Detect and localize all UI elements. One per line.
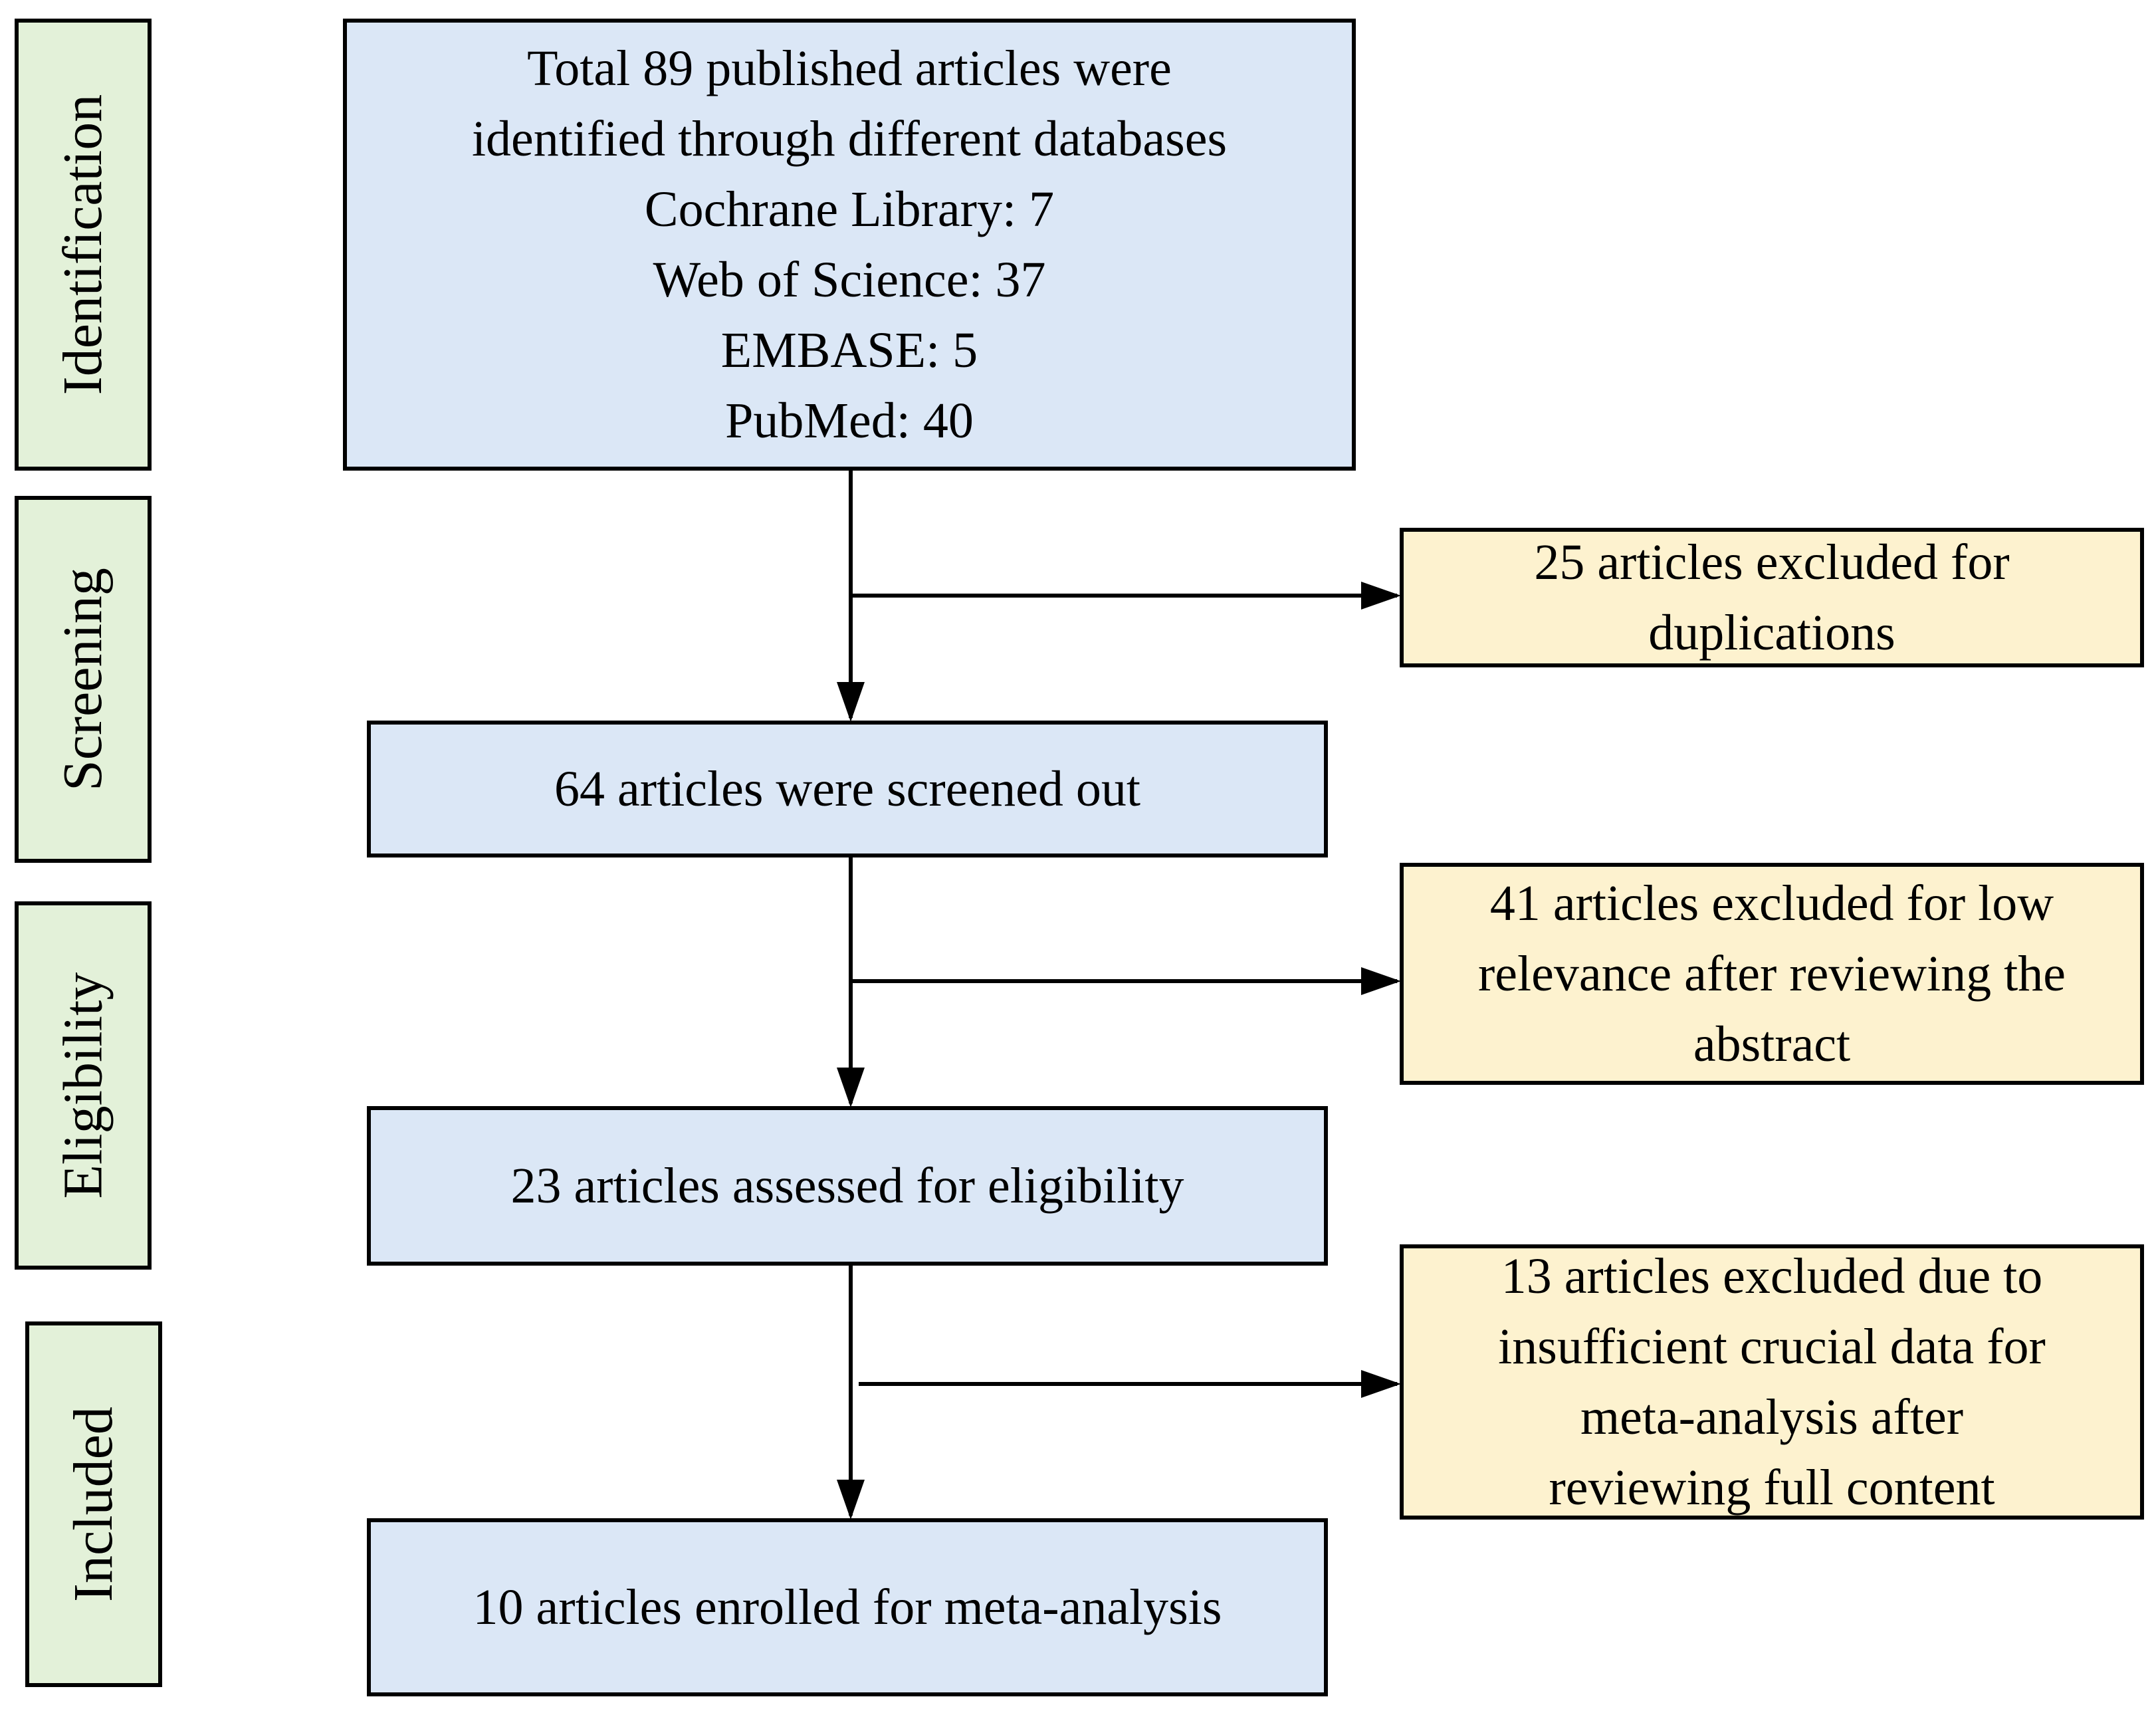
identification-line: PubMed: 40 [725,393,974,449]
assessed-text: 23 articles assessed for eligibility [510,1158,1184,1214]
exclusion-line: 41 articles excluded for low [1489,875,2054,931]
exclusion-box-duplications: 25 articles excluded for duplications [1400,528,2144,667]
exclusion-box-low-relevance: 41 articles excluded for low relevance a… [1400,863,2144,1085]
exclusion-line: abstract [1693,1016,1851,1072]
identification-line: EMBASE: 5 [720,322,978,378]
stage-identification: Identification [15,19,152,471]
exclusion-line: duplications [1648,605,1895,661]
exclusion-line: relevance after reviewing the [1477,946,2066,1002]
enrolled-text: 10 articles enrolled for meta-analysis [473,1579,1222,1635]
exclusion-line: meta-analysis after [1580,1389,1964,1445]
identification-line: Cochrane Library: 7 [644,181,1055,237]
stage-screening: Screening [15,496,152,863]
screened-box: 64 articles were screened out [367,721,1328,857]
identification-line: Web of Science: 37 [653,252,1046,308]
identification-line: Total 89 published articles were [527,41,1172,96]
identification-box: Total 89 published articles were identif… [343,19,1356,471]
identification-line: identified through different databases [471,111,1228,167]
exclusion-line: 25 articles excluded for [1534,534,2010,590]
exclusion-line: 13 articles excluded due to [1501,1248,2043,1304]
exclusion-box-insufficient-data: 13 articles excluded due to insufficient… [1400,1244,2144,1520]
exclusion-line: reviewing full content [1549,1460,1995,1516]
assessed-box: 23 articles assessed for eligibility [367,1106,1328,1266]
enrolled-box: 10 articles enrolled for meta-analysis [367,1518,1328,1696]
stage-included: Included [25,1321,162,1687]
stage-eligibility: Eligibility [15,901,152,1270]
exclusion-line: insufficient crucial data for [1498,1319,2046,1375]
screened-text: 64 articles were screened out [554,761,1140,817]
